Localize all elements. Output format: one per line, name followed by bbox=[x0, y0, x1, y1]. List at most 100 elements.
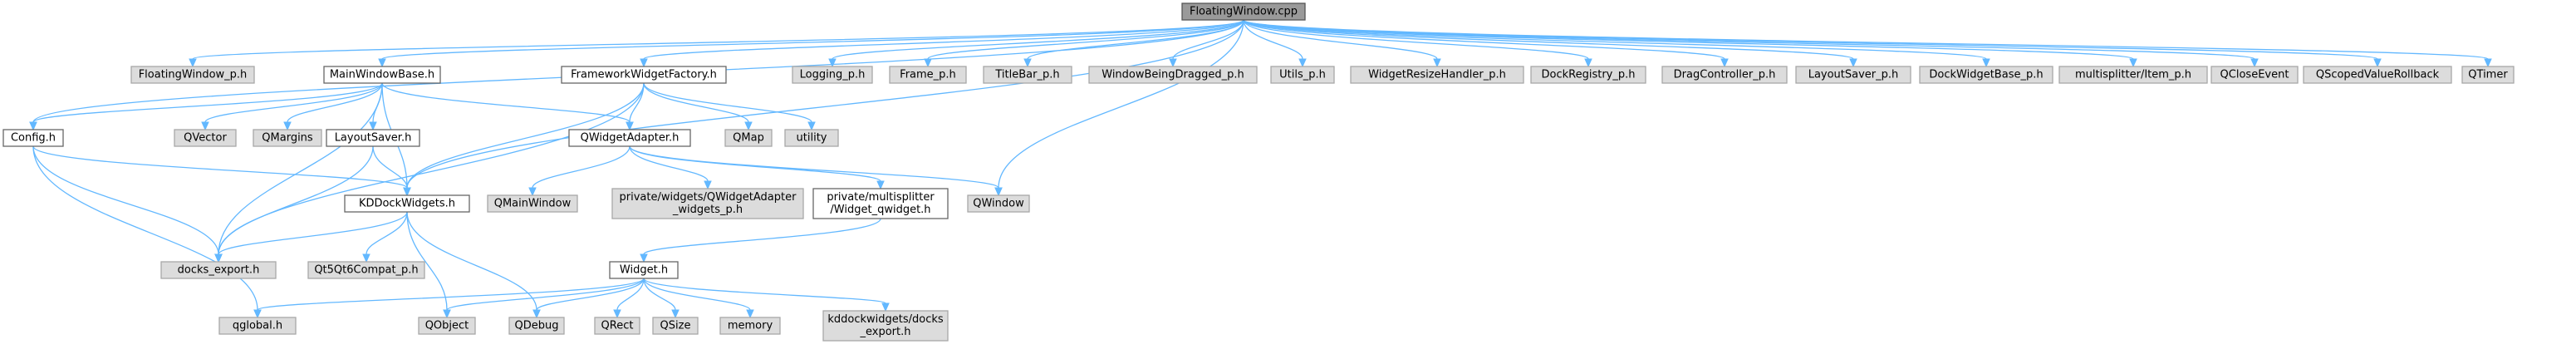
node-box bbox=[508, 317, 565, 335]
node-ls[interactable]: LayoutSaver.h bbox=[326, 129, 420, 147]
edge-line bbox=[192, 19, 1244, 60]
node-tbp[interactable]: TitleBar_p.h bbox=[983, 66, 1072, 84]
node-dreg[interactable]: DockRegistry_p.h bbox=[1530, 66, 1646, 84]
node-box bbox=[2058, 66, 2208, 84]
node-qmap[interactable]: QMap bbox=[724, 129, 773, 147]
edge-line bbox=[32, 145, 258, 311]
edge-line bbox=[257, 278, 645, 311]
node-label: multisplitter/Item_p.h bbox=[2075, 69, 2191, 81]
node-lsp[interactable]: LayoutSaver_p.h bbox=[1795, 66, 1911, 84]
node-wrh[interactable]: WidgetResizeHandler_p.h bbox=[1350, 66, 1524, 84]
node-box bbox=[611, 188, 804, 219]
edge-root-to-qtimer bbox=[1243, 19, 2492, 68]
edge-kdd-to-dexp bbox=[214, 211, 408, 263]
node-dexp[interactable]: docks_export.h bbox=[160, 261, 277, 279]
edge-line bbox=[1243, 19, 1854, 60]
edge-widgeth-to-qglobal bbox=[253, 278, 645, 319]
node-dctl[interactable]: DragController_p.h bbox=[1661, 66, 1788, 84]
edge-line bbox=[218, 82, 645, 255]
node-utility[interactable]: utility bbox=[784, 129, 839, 147]
edge-arrowhead bbox=[640, 253, 648, 263]
node-box bbox=[568, 129, 691, 147]
node-box bbox=[487, 194, 578, 213]
node-box bbox=[418, 317, 476, 335]
node-qsize[interactable]: QSize bbox=[652, 317, 699, 335]
edge-mwb-to-qmargins bbox=[283, 82, 383, 131]
edge-qwa-to-pmwq bbox=[629, 145, 885, 190]
edge-line bbox=[406, 211, 537, 311]
edge-arrowhead bbox=[613, 309, 621, 319]
node-box bbox=[1530, 66, 1646, 84]
edge-qwa-to-qmw bbox=[528, 145, 631, 197]
node-root[interactable]: FloatingWindow.cpp bbox=[1181, 2, 1306, 21]
node-kddexp[interactable]: kddockwidgets/docks_export.h bbox=[822, 310, 949, 342]
edge-arrowhead bbox=[1584, 58, 1592, 68]
edge-arrowhead bbox=[443, 309, 451, 319]
node-framep[interactable]: Frame_p.h bbox=[889, 66, 967, 84]
node-label: FloatingWindow_p.h bbox=[139, 69, 248, 81]
node-label: _export.h bbox=[860, 326, 911, 338]
node-qt5qt6[interactable]: Qt5Qt6Compat_p.h bbox=[307, 261, 425, 279]
node-config[interactable]: Config.h bbox=[2, 129, 64, 147]
node-msi[interactable]: multisplitter/Item_p.h bbox=[2058, 66, 2208, 84]
node-qwindow[interactable]: QWindow bbox=[967, 194, 1030, 213]
node-pwqa[interactable]: private/widgets/QWidgetAdapter_widgets_p… bbox=[611, 188, 804, 219]
node-fwf[interactable]: FrameworkWidgetFactory.h bbox=[561, 66, 727, 84]
edge-line bbox=[643, 278, 676, 311]
node-label: DockWidgetBase_p.h bbox=[1929, 69, 2043, 81]
edge-arrowhead bbox=[640, 58, 648, 68]
node-widgeth[interactable]: Widget.h bbox=[609, 261, 679, 279]
node-box bbox=[130, 66, 255, 84]
node-kdd[interactable]: KDDockWidgets.h bbox=[344, 194, 470, 213]
node-memory[interactable]: memory bbox=[719, 317, 781, 335]
edge-pmwq-to-widgeth bbox=[640, 218, 881, 263]
node-utilp[interactable]: Utils_p.h bbox=[1270, 66, 1335, 84]
node-qwa[interactable]: QWidgetAdapter.h bbox=[568, 129, 691, 147]
edge-widgeth-to-qsize bbox=[643, 278, 680, 319]
node-box bbox=[2461, 66, 2515, 84]
node-box bbox=[792, 66, 873, 84]
node-pmwq[interactable]: private/multisplitter/Widget_qwidget.h bbox=[812, 188, 949, 219]
node-box bbox=[1088, 66, 1258, 84]
edge-arrowhead bbox=[807, 121, 816, 131]
edge-mwb-to-qvector bbox=[201, 82, 383, 131]
edge-line bbox=[616, 278, 645, 311]
node-wbd[interactable]: WindowBeingDragged_p.h bbox=[1088, 66, 1258, 84]
node-box bbox=[2303, 66, 2452, 84]
edge-arrowhead bbox=[1298, 58, 1307, 68]
node-box bbox=[1661, 66, 1788, 84]
edge-line bbox=[381, 19, 1244, 60]
edge-mwb-to-config bbox=[29, 82, 383, 131]
node-qdebug[interactable]: QDebug bbox=[508, 317, 565, 335]
node-label: memory bbox=[728, 320, 773, 332]
edge-line bbox=[643, 218, 881, 255]
node-qobject[interactable]: QObject bbox=[418, 317, 476, 335]
edge-line bbox=[218, 211, 408, 255]
node-box bbox=[218, 317, 297, 335]
node-logp[interactable]: Logging_p.h bbox=[792, 66, 873, 84]
node-qglobal[interactable]: qglobal.h bbox=[218, 317, 297, 335]
node-qmargins[interactable]: QMargins bbox=[253, 129, 322, 147]
node-qmw[interactable]: QMainWindow bbox=[487, 194, 578, 213]
node-fwp[interactable]: FloatingWindow_p.h bbox=[130, 66, 255, 84]
edge-root-to-utilp bbox=[1243, 19, 1307, 68]
edge-root-to-dctl bbox=[1243, 19, 1729, 68]
node-box bbox=[784, 129, 839, 147]
node-label: QScopedValueRollback bbox=[2316, 69, 2440, 81]
node-qce[interactable]: QCloseEvent bbox=[2210, 66, 2299, 84]
edge-root-to-msi bbox=[1243, 19, 2137, 68]
node-box bbox=[1795, 66, 1911, 84]
node-qrect[interactable]: QRect bbox=[594, 317, 640, 335]
node-box bbox=[2210, 66, 2299, 84]
edge-line bbox=[1243, 19, 1589, 60]
node-qsvr[interactable]: QScopedValueRollback bbox=[2303, 66, 2452, 84]
node-dwb[interactable]: DockWidgetBase_p.h bbox=[1919, 66, 2053, 84]
edge-arrowhead bbox=[1023, 58, 1032, 68]
node-label: private/widgets/QWidgetAdapter bbox=[620, 191, 797, 204]
node-label: LayoutSaver.h bbox=[335, 132, 412, 145]
edge-arrowhead bbox=[881, 302, 890, 312]
node-mwb[interactable]: MainWindowBase.h bbox=[323, 66, 441, 84]
node-qvector[interactable]: QVector bbox=[174, 129, 237, 147]
node-label: Utils_p.h bbox=[1279, 69, 1326, 81]
node-qtimer[interactable]: QTimer bbox=[2461, 66, 2515, 84]
